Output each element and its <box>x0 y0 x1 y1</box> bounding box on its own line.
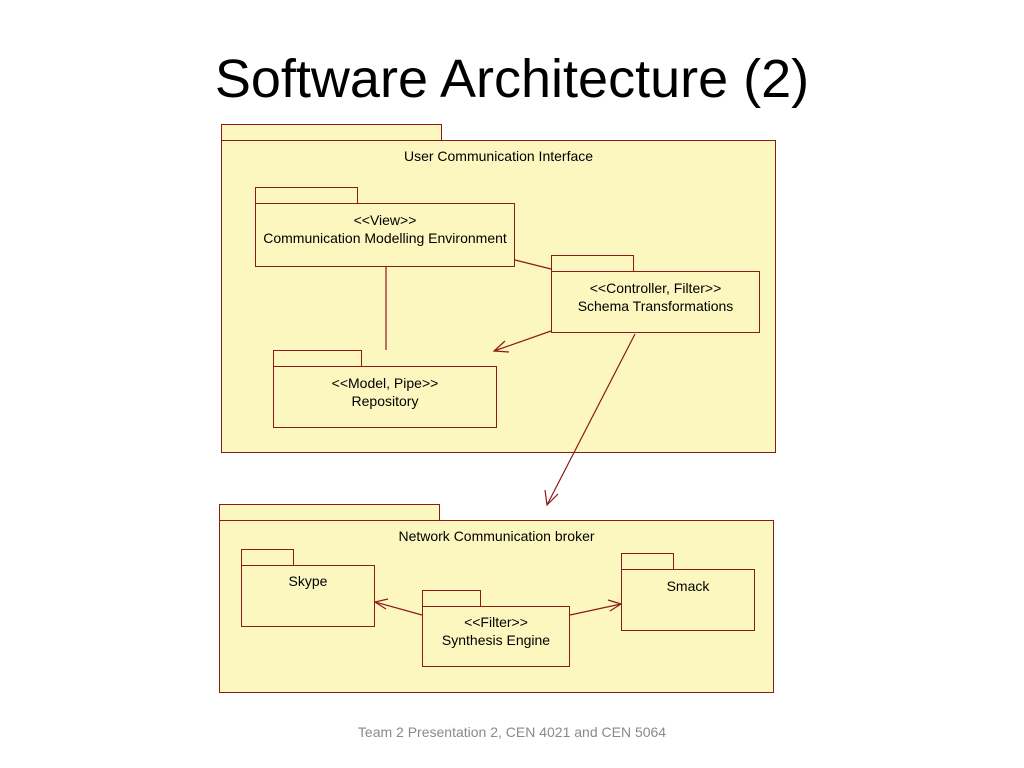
view-stereotype: <<View>> <box>353 212 417 228</box>
model-package-tab <box>273 350 362 367</box>
model-stereotype: <<Model, Pipe>> <box>331 375 439 391</box>
controller-package[interactable]: <<Controller, Filter>> Schema Transforma… <box>551 271 760 333</box>
skype-package-tab <box>241 549 294 566</box>
controller-name: Schema Transformations <box>577 298 734 314</box>
skype-name: Skype <box>288 573 328 589</box>
controller-package-tab <box>551 255 634 272</box>
slide-footer: Team 2 Presentation 2, CEN 4021 and CEN … <box>357 724 667 740</box>
synthesis-name: Synthesis Engine <box>441 632 551 648</box>
controller-stereotype: <<Controller, Filter>> <box>589 280 722 296</box>
model-name: Repository <box>351 393 419 409</box>
view-package[interactable]: <<View>> Communication Modelling Environ… <box>255 203 515 267</box>
smack-package[interactable]: Smack <box>621 569 755 631</box>
skype-package[interactable]: Skype <box>241 565 375 627</box>
view-name: Communication Modelling Environment <box>263 230 507 246</box>
controller-network-arrowhead <box>544 489 559 507</box>
network-package-tab <box>219 504 440 521</box>
user-comm-package-tab <box>221 124 442 141</box>
view-package-tab <box>255 187 358 204</box>
synthesis-package-tab <box>422 590 481 607</box>
network-package-title: Network Communication broker <box>398 528 595 544</box>
user-comm-package-title: User Communication Interface <box>403 148 594 164</box>
synthesis-package[interactable]: <<Filter>> Synthesis Engine <box>422 606 570 667</box>
smack-package-tab <box>621 553 674 570</box>
smack-name: Smack <box>666 578 710 594</box>
model-package[interactable]: <<Model, Pipe>> Repository <box>273 366 497 428</box>
slide-title: Software Architecture (2) <box>214 49 810 109</box>
synthesis-stereotype: <<Filter>> <box>464 614 528 630</box>
